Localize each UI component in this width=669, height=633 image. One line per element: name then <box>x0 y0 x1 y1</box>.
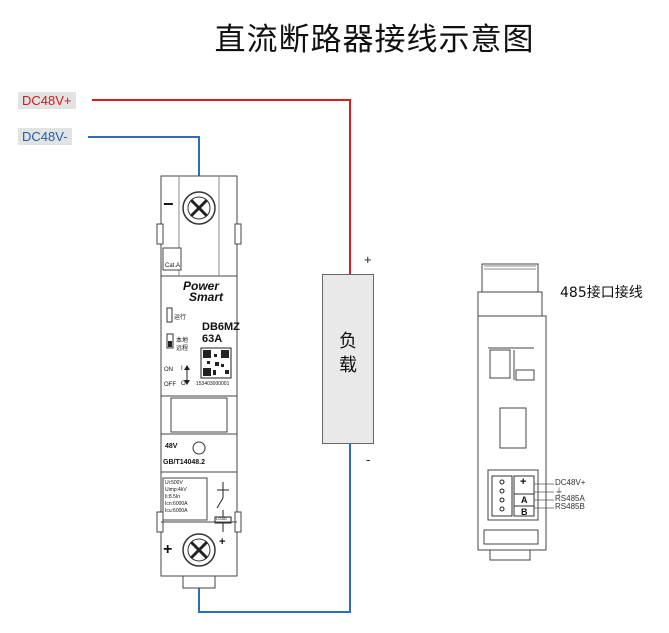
load-label: 负 载 <box>322 330 374 378</box>
load-return-wire-horizontal <box>198 611 351 613</box>
load-tag: LOAD <box>216 516 227 521</box>
spec-icn: Icn:6000A <box>165 501 188 507</box>
negative-supply-label: DC48V- <box>18 128 72 145</box>
breaker-bottom-wire <box>198 585 200 613</box>
negative-wire-to-breaker <box>198 136 200 176</box>
breaker-serial: 153403000001 <box>196 381 230 387</box>
mode-local-label: 本地 <box>176 338 189 344</box>
breaker-standard: GB/T14048.2 <box>163 459 206 466</box>
brand-line-2: Smart <box>189 290 224 304</box>
breaker-side-view <box>477 263 554 561</box>
breaker-voltage: 48V <box>165 443 178 450</box>
rear-plus-label: + <box>520 476 527 488</box>
negative-wire-horizontal <box>88 136 200 138</box>
spec-ii: Ii:8.5In <box>165 494 181 500</box>
on-symbol: I <box>181 366 183 372</box>
spec-ui: Ui:500V <box>165 480 183 486</box>
rear-b-label: B <box>521 507 528 517</box>
load-box <box>322 274 374 444</box>
pin-dc48v-plus: DC48V+ <box>555 478 586 487</box>
load-return-wire-vertical <box>349 444 351 613</box>
off-label: OFF <box>164 382 176 388</box>
diagram-title: 直流断路器接线示意图 <box>214 22 535 58</box>
pin-rs485b: RS485B <box>555 502 585 511</box>
breaker-top-terminal-sign: − <box>163 194 174 214</box>
off-symbol: O <box>181 381 186 387</box>
positive-supply-label: DC48V+ <box>18 92 76 109</box>
breaker-rating: 63A <box>202 333 223 345</box>
run-indicator-label: 运行 <box>174 315 187 321</box>
positive-wire-vertical <box>349 99 351 275</box>
breaker-brand: Power Smart <box>183 279 224 304</box>
pin-rs485a: RS485A <box>555 494 585 503</box>
pin-ground: ⏚ <box>555 487 563 496</box>
positive-wire-horizontal <box>92 99 351 101</box>
breaker-bottom-terminal-sign: + <box>163 541 173 558</box>
spec-icu: Icu:6000A <box>165 508 188 514</box>
rear-a-label: A <box>521 495 528 505</box>
breaker-front-view <box>156 175 242 589</box>
rs485-caption: 485接口接线 <box>560 285 643 301</box>
mode-remote-label: 远程 <box>176 346 189 352</box>
brand-line-1: Power <box>183 279 220 293</box>
breaker-model: DB6MZ <box>202 321 240 333</box>
load-plus-label: + <box>364 252 372 267</box>
breaker-load-plus: + <box>219 536 226 548</box>
on-label: ON <box>164 367 173 373</box>
breaker-specs: Ui:500V Uimp:4kV Ii:8.5In Icn:6000A Icu:… <box>165 480 188 515</box>
load-minus-label: - <box>366 452 371 467</box>
breaker-cat-label: Cat.A <box>165 263 181 269</box>
spec-uimp: Uimp:4kV <box>165 487 187 493</box>
load-label-char-1: 负 <box>339 331 357 352</box>
load-label-char-2: 载 <box>339 355 357 376</box>
